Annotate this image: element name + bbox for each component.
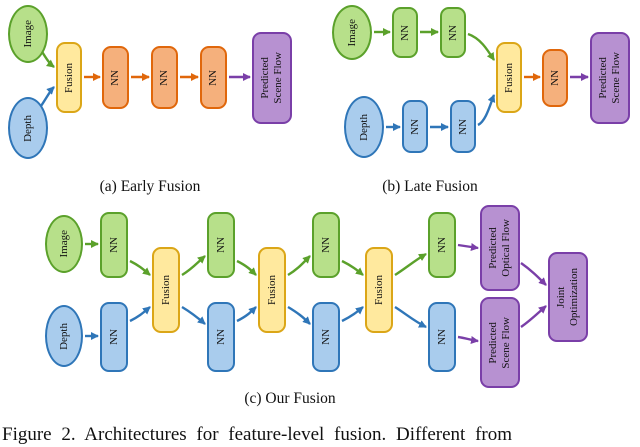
a-nn2-label: NN [158, 69, 171, 86]
c-blue-nn2-node: NN [207, 302, 235, 372]
c-fusion1-label: Fusion [159, 275, 172, 305]
c-fusion3-node: Fusion [365, 247, 393, 333]
b-blue-nn1-node: NN [402, 100, 428, 153]
c-green-nn3-label: NN [319, 237, 332, 253]
c-fusion3-label: Fusion [372, 275, 385, 305]
c-arrow-gnn2-fusion2 [236, 259, 257, 276]
caption-our-fusion: (c) Our Fusion [244, 390, 336, 407]
c-image-label: Image [57, 230, 70, 258]
b-arrow-bnn2-fusion [477, 94, 496, 127]
b-image-label: Image [345, 18, 358, 47]
a-nn3-label: NN [207, 69, 220, 86]
b-green-nn2-label: NN [446, 24, 459, 41]
b-green-nn1-node: NN [392, 7, 418, 58]
panel-our-fusion: Image Depth NN NN Fusion NN NN Fusion NN… [0, 205, 640, 407]
a-predicted-scene-flow-node: Predicted Scene Flow [252, 32, 292, 124]
panel-early-fusion: Image Depth Fusion NN NN NN Predicted Sc… [0, 0, 320, 205]
c-green-nn1-label: NN [107, 237, 120, 253]
c-arrow-gnn4-predicted-optical [457, 243, 479, 251]
c-depth-node: Depth [45, 305, 83, 367]
a-nn1-label: NN [109, 69, 122, 86]
b-green-nn1-label: NN [398, 24, 411, 41]
panel-late-fusion: Image NN NN Depth NN NN Fusion NN Predic… [320, 0, 640, 205]
c-predicted-scene-flow-node: Predicted Scene Flow [480, 297, 520, 388]
caption-late-fusion: (b) Late Fusion [382, 178, 478, 195]
c-arrow-bnn4-predicted-scene [457, 335, 479, 344]
c-arrow-optical-joint [520, 262, 547, 286]
c-green-nn4-label: NN [435, 237, 448, 253]
b-blue-nn2-label: NN [456, 118, 469, 135]
a-nn3-node: NN [200, 46, 227, 109]
b-blue-nn2-node: NN [450, 100, 476, 153]
a-image-label: Image [21, 20, 34, 48]
c-green-nn4-node: NN [428, 212, 456, 278]
a-fusion-label: Fusion [62, 62, 75, 93]
b-orange-nn-label: NN [548, 70, 561, 86]
c-green-nn1-node: NN [100, 212, 128, 278]
b-green-nn2-node: NN [440, 7, 466, 58]
a-arrow-depth-fusion [40, 86, 55, 107]
c-green-nn2-node: NN [207, 212, 235, 278]
c-arrow-gnn3-fusion3 [341, 259, 364, 276]
c-arrow-fusion3-bnn4 [394, 305, 427, 329]
c-arrow-bnn3-fusion3 [341, 306, 364, 323]
c-joint-optimization-node: Joint Optimization [548, 252, 588, 342]
b-fusion-node: Fusion [496, 42, 522, 113]
a-depth-node: Depth [8, 97, 48, 159]
c-image-node: Image [45, 215, 83, 273]
b-depth-node: Depth [344, 96, 384, 158]
c-predicted-optical-flow-node: Predicted Optical Flow [480, 205, 520, 291]
c-blue-nn3-node: NN [312, 302, 340, 372]
c-arrow-fusion2-bnn3 [287, 305, 311, 325]
c-depth-label: Depth [57, 322, 70, 350]
c-fusion1-node: Fusion [152, 247, 180, 333]
b-predicted-label: Predicted Scene Flow [597, 52, 622, 104]
c-green-nn3-node: NN [312, 212, 340, 278]
c-fusion2-node: Fusion [258, 247, 286, 333]
c-blue-nn3-label: NN [319, 329, 332, 345]
c-predicted-scene-label: Predicted Scene Flow [487, 316, 512, 369]
c-blue-nn4-node: NN [428, 302, 456, 372]
c-blue-nn1-label: NN [107, 329, 120, 345]
a-depth-label: Depth [21, 114, 34, 142]
b-fusion-label: Fusion [502, 62, 515, 93]
c-arrow-fusion1-bnn2 [181, 305, 206, 325]
a-predicted-label: Predicted Scene Flow [259, 52, 284, 104]
c-arrow-fusion3-gnn4 [394, 252, 427, 277]
b-orange-nn-node: NN [542, 49, 568, 107]
c-blue-nn2-label: NN [214, 329, 227, 345]
c-blue-nn1-node: NN [100, 302, 128, 372]
c-green-nn2-label: NN [214, 237, 227, 253]
c-arrow-bnn2-fusion2 [236, 306, 257, 323]
c-blue-nn4-label: NN [435, 329, 448, 345]
c-fusion2-label: Fusion [265, 275, 278, 305]
c-arrow-scene-joint [520, 305, 547, 328]
b-arrow-gnn2-fusion [467, 32, 496, 61]
b-predicted-scene-flow-node: Predicted Scene Flow [590, 32, 630, 124]
c-arrow-fusion2-gnn3 [287, 255, 311, 277]
b-depth-label: Depth [357, 113, 370, 141]
a-nn1-node: NN [102, 46, 129, 109]
c-arrow-gnn1-fusion1 [129, 259, 151, 276]
b-image-node: Image [332, 5, 372, 60]
c-arrow-fusion1-gnn2 [181, 255, 206, 277]
b-blue-nn1-label: NN [408, 118, 421, 135]
a-nn2-node: NN [151, 46, 178, 109]
a-fusion-node: Fusion [56, 42, 82, 113]
c-joint-label: Joint Optimization [555, 267, 580, 327]
c-arrow-bnn1-fusion1 [129, 306, 151, 323]
figure-caption: Figure 2. Architectures for feature-leve… [2, 424, 512, 445]
caption-early-fusion: (a) Early Fusion [99, 178, 201, 195]
c-predicted-optical-label: Predicted Optical Flow [487, 219, 512, 277]
a-image-node: Image [8, 5, 48, 63]
